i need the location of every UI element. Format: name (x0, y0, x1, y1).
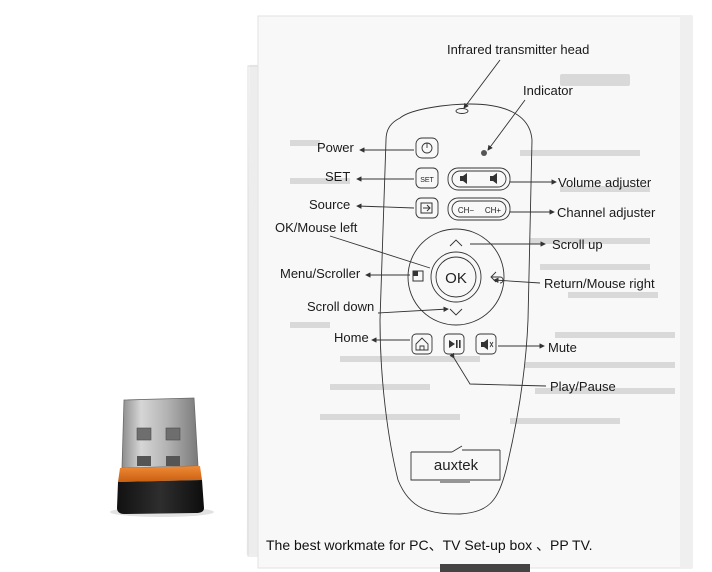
set-button-text: SET (420, 177, 434, 184)
label-return-mouse-right: Return/Mouse right (544, 276, 655, 291)
callout-labels: Infrared transmitter head Indicator Powe… (275, 42, 656, 394)
remote-illustration: SET CH− CH+ (379, 103, 533, 515)
indicator-led (481, 150, 487, 156)
label-indicator: Indicator (523, 83, 574, 98)
volume-up-icon (490, 173, 497, 184)
label-power: Power (317, 140, 355, 155)
label-scroll-down: Scroll down (307, 299, 374, 314)
menu-icon (412, 270, 424, 282)
label-set: SET (325, 169, 350, 184)
label-ok-mouse-left: OK/Mouse left (275, 220, 358, 235)
scroll-down-icon (449, 308, 463, 316)
ok-button-text: OK (445, 270, 467, 287)
mute-icon (481, 339, 494, 350)
brand-box: auxtek (410, 445, 501, 483)
navigation-ring (407, 228, 505, 326)
bottom-dark-mark (440, 564, 530, 572)
usb-dongle (110, 397, 214, 517)
label-channel: Channel adjuster (557, 205, 656, 220)
label-play-pause: Play/Pause (550, 379, 616, 394)
home-icon (415, 337, 429, 351)
ch-plus-text: CH+ (485, 206, 502, 215)
label-menu-scroller: Menu/Scroller (280, 266, 361, 281)
label-scroll-up: Scroll up (552, 237, 603, 252)
volume-down-icon (460, 173, 467, 184)
label-ir-head: Infrared transmitter head (447, 42, 589, 57)
power-button-drawing (415, 137, 439, 159)
play-pause-icon (449, 340, 461, 348)
source-icon (420, 202, 433, 214)
leader-lines (329, 59, 557, 387)
label-volume: Volume adjuster (558, 175, 652, 190)
label-home: Home (334, 330, 369, 345)
faint-background-text (290, 74, 675, 424)
label-mute: Mute (548, 340, 577, 355)
tagline: The best workmate for PC、TV Set-up box 、… (266, 537, 593, 553)
ch-minus-text: CH− (458, 206, 475, 215)
scroll-up-icon (449, 239, 463, 247)
label-source: Source (309, 197, 350, 212)
brand-logo-text: auxtek (434, 457, 479, 474)
